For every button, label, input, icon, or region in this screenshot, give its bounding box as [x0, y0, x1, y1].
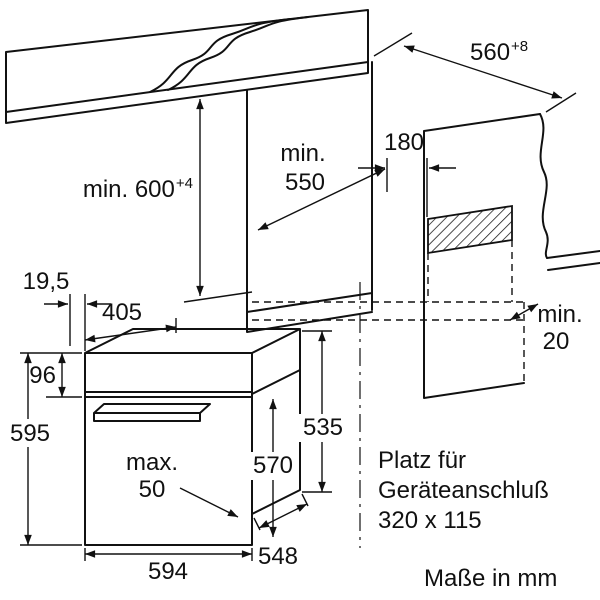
oven-body	[84, 328, 301, 546]
dim-panel-height: 96	[20, 352, 82, 398]
niche-height-label: min. 600+4	[83, 175, 193, 203]
dim-body-height: 535	[299, 330, 347, 493]
dim-top-offset-ext	[69, 294, 86, 351]
dim-width: 594	[84, 548, 253, 585]
niche-width-tolerance: +8	[511, 38, 528, 55]
dim-protrusion: max. 50	[126, 449, 239, 518]
connection-note-line-2: Geräteanschluß	[378, 477, 549, 504]
connection-area	[427, 204, 513, 255]
dim-depth: 548	[253, 493, 309, 570]
worktop-break-line-2	[167, 16, 309, 91]
worktop	[5, 9, 369, 124]
hidden-edges	[252, 240, 525, 383]
connection-note: Platz für Geräteanschluß 320 x 115	[378, 447, 549, 534]
connection-note-line-3: 320 x 115	[378, 507, 482, 534]
niche-height-tolerance: +4	[176, 175, 193, 192]
door-height-label: 570	[253, 452, 293, 479]
body-height-label-bg	[299, 414, 347, 442]
connection-note-line-1: Platz für	[378, 447, 466, 474]
side-wall-break-line	[539, 113, 549, 259]
depth-label: 548	[258, 543, 298, 570]
oven-panel-lines	[84, 369, 301, 398]
niche-depth-label-1: min.	[280, 140, 325, 167]
dim-niche-width: 560+8	[373, 32, 577, 113]
dim-niche-height: min. 600+4	[83, 99, 253, 303]
niche-height-value: min. 600	[83, 176, 175, 203]
connection-area-hatch	[427, 204, 513, 255]
dim-niche-width-ext	[373, 32, 577, 113]
width-label: 594	[148, 558, 188, 585]
oven-handle	[93, 403, 211, 422]
dim-rear-gap-line	[509, 303, 539, 321]
top-offset-label: 19,5	[23, 268, 70, 295]
dim-body-height-ext	[302, 330, 332, 493]
rear-gap-label-1: min.	[537, 301, 582, 328]
top-depth-label: 405	[102, 299, 142, 326]
dim-recess-ext	[386, 158, 428, 217]
units-note: Maße in mm	[424, 565, 557, 592]
dim-niche-depth-line	[257, 168, 386, 231]
protrusion-label-2: 50	[139, 476, 166, 503]
height-label: 595	[10, 420, 50, 447]
dim-recess: 180	[358, 129, 456, 217]
hidden-edge-lines	[252, 240, 525, 383]
dim-protrusion-arrow	[179, 487, 239, 518]
dim-niche-height-ext	[183, 291, 253, 303]
body-height-label: 535	[303, 414, 343, 441]
side-wall-rail	[546, 250, 600, 271]
dim-niche-depth: min. 550	[257, 140, 386, 231]
recess-label: 180	[384, 129, 424, 156]
worktop-edge-thickness	[5, 61, 369, 124]
rear-gap-label-2: 20	[543, 328, 570, 355]
niche-width-label: 560+8	[470, 38, 528, 66]
dim-top-depth: 405	[84, 299, 177, 343]
panel-height-label: 96	[29, 362, 56, 389]
dim-rear-gap: min. 20	[509, 301, 583, 355]
door-height-label-bg	[250, 452, 296, 480]
oven	[84, 328, 301, 546]
niche-outline	[246, 61, 373, 333]
side-wall	[423, 113, 600, 399]
protrusion-label-1: max.	[126, 449, 178, 476]
side-wall-outline	[423, 113, 541, 399]
worktop-break-line-1	[149, 18, 291, 93]
niche-width-value: 560	[470, 39, 510, 66]
units-note-label: Maße in mm	[424, 565, 557, 592]
dim-panel-height-ext	[20, 352, 82, 398]
height-label-bg	[8, 419, 52, 447]
dim-height: 595	[8, 353, 82, 546]
dim-top-offset: 19,5	[23, 268, 111, 351]
niche-depth-label-2: 550	[285, 169, 325, 196]
niche	[246, 61, 373, 333]
dim-door-height: 570	[250, 399, 296, 537]
dim-niche-width-line	[403, 45, 563, 99]
dim-top-depth-line	[84, 324, 177, 343]
dim-depth-line	[258, 503, 308, 529]
